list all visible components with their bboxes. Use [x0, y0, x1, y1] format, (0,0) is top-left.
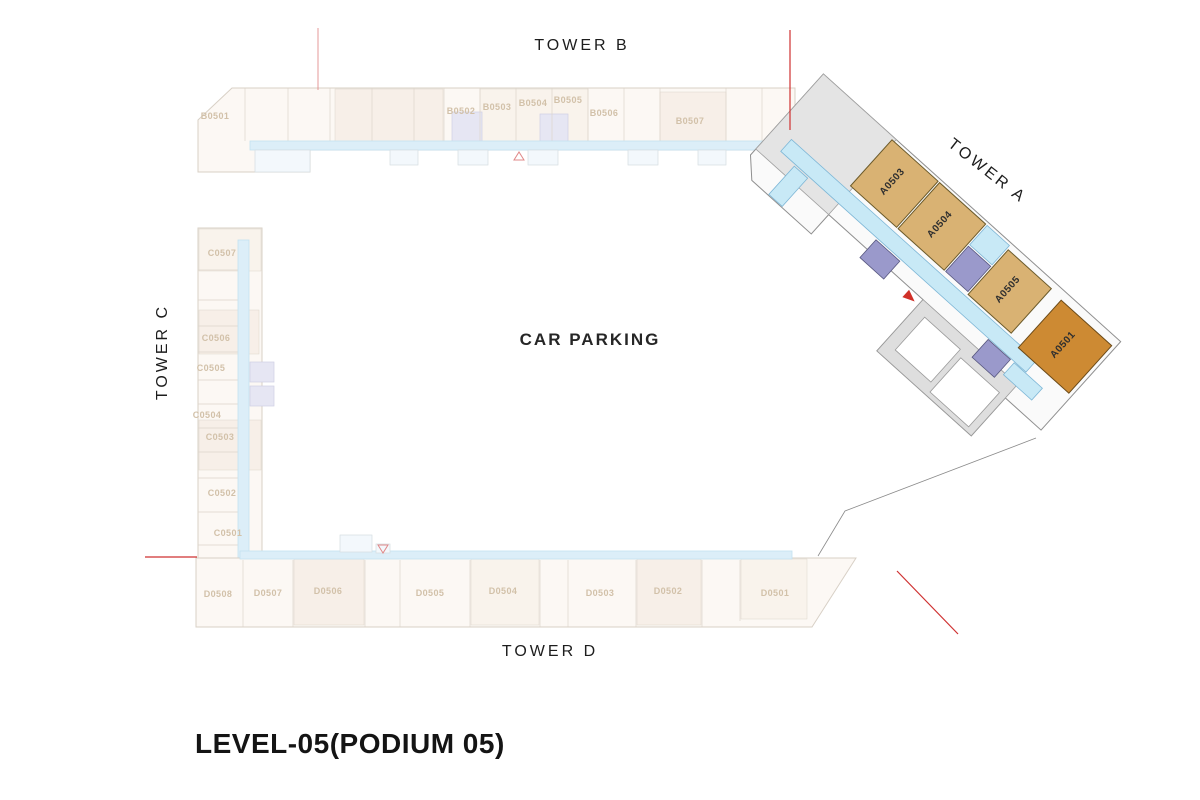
tower-b-tints — [334, 88, 727, 146]
unit-label: C0507 — [208, 248, 237, 258]
tower-d-label: TOWER D — [502, 643, 598, 660]
unit-label: C0502 — [208, 488, 237, 498]
unit-a0504[interactable]: A0504 — [897, 181, 987, 271]
unit-label: D0502 — [654, 586, 683, 596]
unit-label: D0507 — [254, 588, 283, 598]
tower-a-corridor-nook — [969, 224, 1010, 266]
unit-label: D0505 — [416, 588, 445, 598]
unit-label: C0506 — [202, 333, 231, 343]
tower-c-label: TOWER C — [154, 304, 171, 400]
vent-marker-icon-top — [513, 151, 525, 161]
unit-a0503[interactable]: A0503 — [849, 139, 939, 229]
entry-arrow-icon — [902, 289, 915, 302]
unit-label: C0503 — [206, 432, 235, 442]
unit-label: B0505 — [554, 95, 583, 105]
tower-b-dividers — [244, 88, 763, 141]
unit-label: D0506 — [314, 586, 343, 596]
tower-a-wing: A0503 A0504 A0505 A0501 — [749, 73, 1122, 437]
unit-a0505[interactable]: A0505 — [967, 249, 1053, 334]
tower-b-label: TOWER B — [534, 37, 629, 54]
tower-a-corridor-end — [1002, 362, 1043, 401]
tower-a-stair-1 — [894, 316, 961, 383]
tower-a-elevator-cores — [859, 239, 1012, 378]
tower-d-strip: D0508 D0507 D0506 D0505 D0504 D0503 D050… — [195, 534, 857, 628]
car-parking-label: CAR PARKING — [520, 330, 661, 349]
tower-d-corridor — [239, 550, 793, 560]
tower-c-corridor — [237, 239, 250, 559]
unit-label: B0504 — [519, 98, 548, 108]
unit-label: D0501 — [761, 588, 790, 598]
unit-label: B0506 — [590, 108, 619, 118]
unit-label: B0501 — [201, 111, 230, 121]
tower-b-corridor — [249, 140, 796, 151]
tower-c-cores — [249, 361, 275, 407]
tower-a-stair-2 — [929, 357, 1000, 428]
tower-c-dividers — [198, 269, 238, 546]
vent-marker-icon-bottom — [377, 544, 389, 554]
unit-label: B0507 — [676, 116, 705, 126]
unit-label: D0503 — [586, 588, 615, 598]
unit-label: C0504 — [193, 410, 222, 420]
unit-label: D0504 — [489, 586, 518, 596]
unit-a0501[interactable]: A0501 — [1017, 299, 1113, 394]
tower-d-dividers — [242, 560, 741, 627]
tower-a-corridor — [780, 138, 1038, 373]
tower-b-strip: B0501 B0502 B0503 B0504 B0505 B0506 B050… — [197, 87, 796, 173]
tower-d-rooms — [339, 534, 391, 554]
boundary-lines — [145, 28, 1037, 635]
unit-label: D0508 — [204, 589, 233, 599]
podium-ring: B0501 B0502 B0503 B0504 B0505 B0506 B050… — [193, 87, 857, 628]
tower-b-rooms — [254, 149, 727, 173]
unit-label: B0503 — [483, 102, 512, 112]
tower-d-tints — [293, 558, 808, 626]
unit-label: B0502 — [447, 106, 476, 116]
tower-a-corridor-spur — [768, 165, 809, 208]
unit-label: C0505 — [197, 363, 226, 373]
tower-c-strip: C0507 C0506 C0505 C0504 C0503 C0502 C050… — [193, 227, 275, 563]
page-title: LEVEL-05(PODIUM 05) — [195, 728, 505, 759]
unit-label: C0501 — [214, 528, 243, 538]
